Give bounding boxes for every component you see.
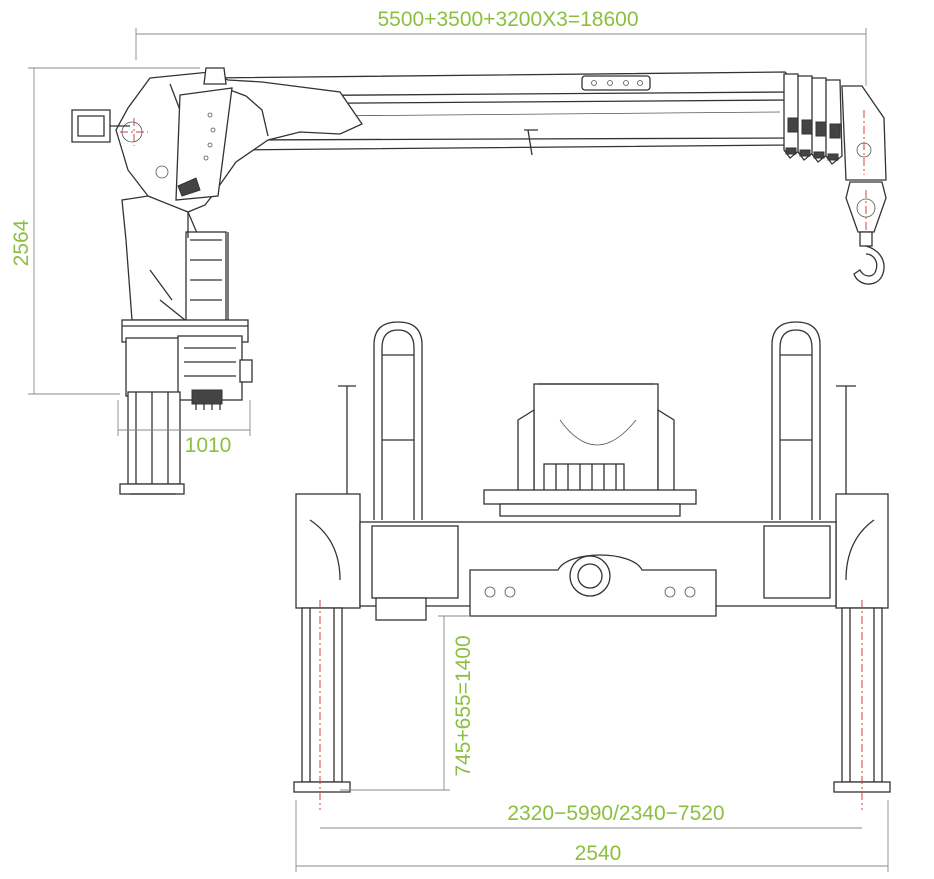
- crane-front-view: [293, 321, 891, 810]
- crane-base: [119, 319, 253, 495]
- right-ladder: [771, 321, 821, 520]
- base-width-dimension: 1010: [185, 434, 232, 457]
- slewing-column: [483, 383, 697, 517]
- outrigger-height-dimension: 745+655=1400: [452, 635, 475, 776]
- crane-column: [71, 67, 363, 323]
- boom-section-clamps: [783, 73, 843, 165]
- left-outrigger-leg: [293, 600, 351, 810]
- right-outrigger-leg: [833, 600, 891, 810]
- boom-length-dimension: 5500+3500+3200X3=18600: [377, 8, 638, 31]
- dimension-lines: [28, 28, 889, 872]
- overall-width-dimension: 2540: [575, 842, 622, 865]
- left-ladder: [373, 321, 423, 520]
- height-dimension: 2564: [10, 219, 33, 266]
- chassis-frame: [295, 493, 889, 621]
- crane-side-view: [71, 67, 887, 495]
- control-levers: [338, 385, 856, 500]
- boom-head-and-hook: [841, 85, 887, 285]
- outrigger-span-dimension: 2320−5990/2340−7520: [507, 802, 724, 825]
